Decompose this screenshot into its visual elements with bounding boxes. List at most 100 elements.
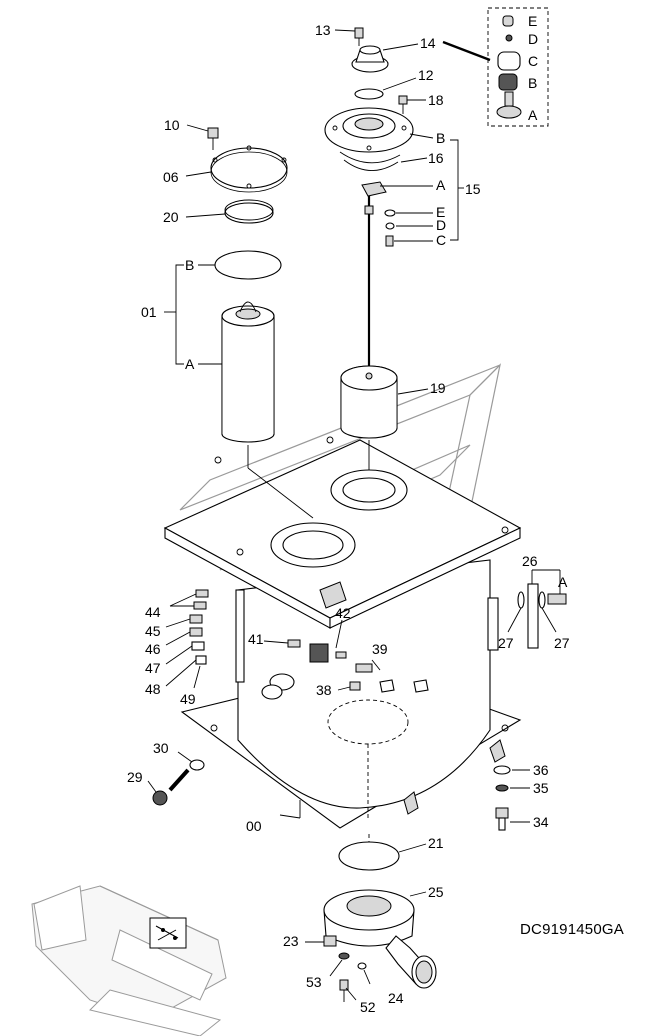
- inset-border: [487, 7, 549, 127]
- cap-assembly: 13 14 12 18: [315, 22, 491, 114]
- inset-part-c: C: [497, 51, 538, 71]
- washer-35: [495, 784, 509, 792]
- ring-20: [224, 202, 274, 224]
- washer-36: [493, 765, 511, 775]
- callout-34: 34: [533, 814, 549, 830]
- fitting-38: [349, 681, 361, 691]
- bracket-a: [361, 181, 387, 197]
- callout-19: 19: [430, 380, 446, 396]
- gasket-16: [339, 151, 401, 164]
- side-parts-26-27: 26 A 27 27: [498, 553, 570, 651]
- callout-10: 10: [164, 117, 180, 133]
- callout-06: 06: [163, 169, 179, 185]
- filter-gasket-b: [214, 250, 282, 280]
- screw-c: [385, 235, 394, 247]
- inset-box-14: E D C B A: [487, 7, 549, 127]
- inset-label-e: E: [528, 13, 537, 29]
- gasket-21: [338, 841, 400, 871]
- gasket-12: [354, 88, 384, 100]
- callout-42: 42: [335, 605, 351, 621]
- side-pipe: [487, 597, 499, 651]
- callout-13: 13: [315, 22, 331, 38]
- callout-29: 29: [127, 769, 143, 785]
- o-ring-30: [189, 759, 205, 771]
- outlet-assembly: 21 25 23 53 52 24: [283, 834, 444, 1015]
- plug-29-shaft: [168, 768, 190, 792]
- callout-45: 45: [145, 623, 161, 639]
- tank-body: [237, 559, 491, 809]
- callout-26: 26: [522, 553, 538, 569]
- callout-25: 25: [428, 884, 444, 900]
- bolt-34: [495, 807, 509, 819]
- fitting-41: [287, 639, 301, 648]
- callout-38: 38: [316, 682, 332, 698]
- cover-06: [210, 147, 288, 189]
- fitting-45: [189, 614, 203, 624]
- callout-47: 47: [145, 660, 161, 676]
- inset-part-b: B: [498, 73, 537, 91]
- fitting-39: [355, 663, 373, 673]
- tank-00: 00: [163, 436, 522, 834]
- washer-27a: [517, 591, 525, 609]
- inset-label-d: D: [528, 31, 538, 47]
- callout-27a: 27: [498, 635, 514, 651]
- bolt-13: [354, 27, 364, 39]
- fitting-44a: [195, 589, 209, 598]
- label-01-b: B: [185, 257, 194, 273]
- label-15-e: E: [436, 204, 445, 220]
- callout-20: 20: [163, 209, 179, 225]
- bolt-23: [323, 935, 337, 947]
- side-strap: [235, 589, 245, 683]
- label-15-a: A: [436, 177, 446, 193]
- inset-label-b: B: [528, 75, 537, 91]
- washer-27b: [538, 591, 546, 609]
- label-15-d: D: [436, 217, 446, 233]
- thumbnail-tank-highlight: [149, 917, 187, 949]
- callout-36: 36: [533, 762, 549, 778]
- callout-48: 48: [145, 681, 161, 697]
- excavator-thumbnail: [31, 885, 227, 1036]
- inset-part-d: D: [505, 31, 538, 47]
- callout-30: 30: [153, 740, 169, 756]
- callout-39: 39: [372, 641, 388, 657]
- plug-29-head: [152, 790, 168, 806]
- inset-label-c: C: [528, 53, 538, 69]
- diagram-code: DC9191450GA: [520, 921, 624, 938]
- callout-12: 12: [418, 67, 434, 83]
- mount-parts-34-36: 36 35 34: [493, 762, 549, 831]
- fitting-48: [195, 655, 207, 665]
- callout-35: 35: [533, 780, 549, 796]
- callout-21: 21: [428, 835, 444, 851]
- callout-23: 23: [283, 933, 299, 949]
- callout-16: 16: [428, 150, 444, 166]
- fitting-47: [191, 641, 205, 651]
- callout-15: 15: [465, 181, 481, 197]
- fitting-44b: [193, 601, 207, 610]
- bracket-42: [319, 581, 347, 609]
- washer-24: [357, 962, 367, 970]
- fitting-46: [189, 627, 203, 637]
- label-15-b: B: [436, 130, 445, 146]
- label-26-a: A: [558, 574, 568, 590]
- callout-24: 24: [388, 990, 404, 1006]
- callout-46: 46: [145, 641, 161, 657]
- callout-27b: 27: [554, 635, 570, 651]
- sensor-block: [309, 643, 329, 663]
- bolt-26-a: [547, 593, 567, 605]
- bolt-18: [398, 95, 408, 105]
- callout-01: 01: [141, 304, 157, 320]
- cover-assembly-06: 10 06 20: [163, 117, 288, 225]
- callout-14: 14: [420, 35, 436, 51]
- inset-label-a: A: [528, 107, 538, 123]
- inset-part-a: A: [496, 91, 538, 123]
- callout-41: 41: [248, 631, 264, 647]
- label-15-c: C: [436, 232, 446, 248]
- leader-14-inset: [442, 40, 491, 62]
- callout-18: 18: [428, 92, 444, 108]
- label-01-a: A: [185, 356, 195, 372]
- callout-44: 44: [145, 604, 161, 620]
- filter-assembly-01: B A 01: [141, 250, 282, 443]
- callout-52: 52: [360, 999, 376, 1015]
- washer-d: [385, 222, 395, 230]
